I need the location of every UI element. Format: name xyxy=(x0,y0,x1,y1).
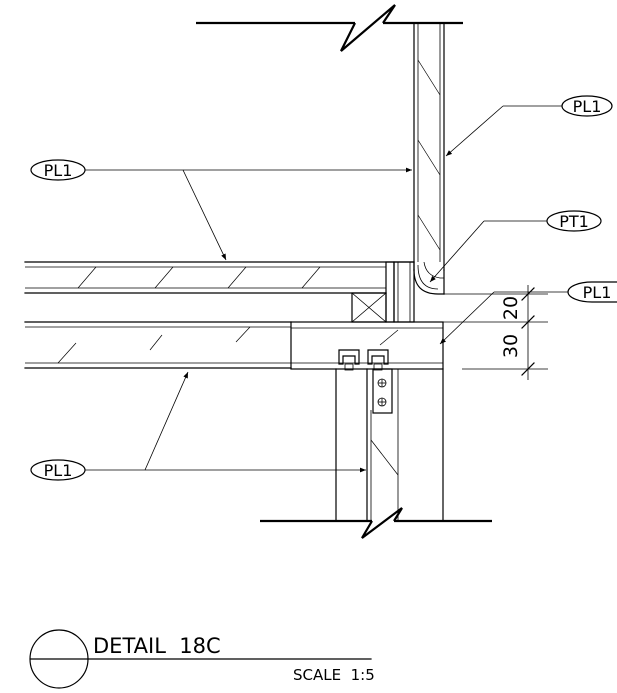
dimension-20-text: 20 xyxy=(500,296,522,320)
bracket-with-screws xyxy=(372,368,393,414)
lower-horizontal-panel xyxy=(24,321,292,369)
callout-pl1-lower-left xyxy=(30,371,366,481)
bottom-break-line xyxy=(260,507,492,539)
callout-pl1-top-right xyxy=(445,95,613,157)
detail-title: DETAIL 18C xyxy=(93,634,221,658)
title-block xyxy=(29,629,372,689)
dimension-30-text: 30 xyxy=(500,334,522,358)
corner-radius-trim xyxy=(413,261,445,295)
top-break-line xyxy=(196,4,463,52)
callout-pl1-lower-left-label: PL1 xyxy=(44,461,73,480)
callout-pl1-upper-left-label: PL1 xyxy=(44,161,73,180)
callout-pl1-upper-left xyxy=(30,159,412,261)
base-plate xyxy=(290,321,444,370)
lower-vertical-walls xyxy=(335,368,444,522)
corner-posts xyxy=(385,261,415,323)
hardware-clips xyxy=(338,349,389,371)
vertical-wall-panel xyxy=(413,22,445,271)
callout-pl1-mid-right-label: PL1 xyxy=(583,283,612,302)
callout-pl1-top-right-label: PL1 xyxy=(573,97,602,116)
callout-pt1 xyxy=(429,210,602,283)
dimension-lines xyxy=(443,285,548,380)
callout-pl1-mid-right xyxy=(439,281,617,345)
detail-scale: SCALE 1:5 xyxy=(293,666,375,684)
blocking-cross xyxy=(351,292,387,323)
upper-horizontal-panel xyxy=(24,261,415,294)
callout-pt1-label: PT1 xyxy=(559,212,589,231)
